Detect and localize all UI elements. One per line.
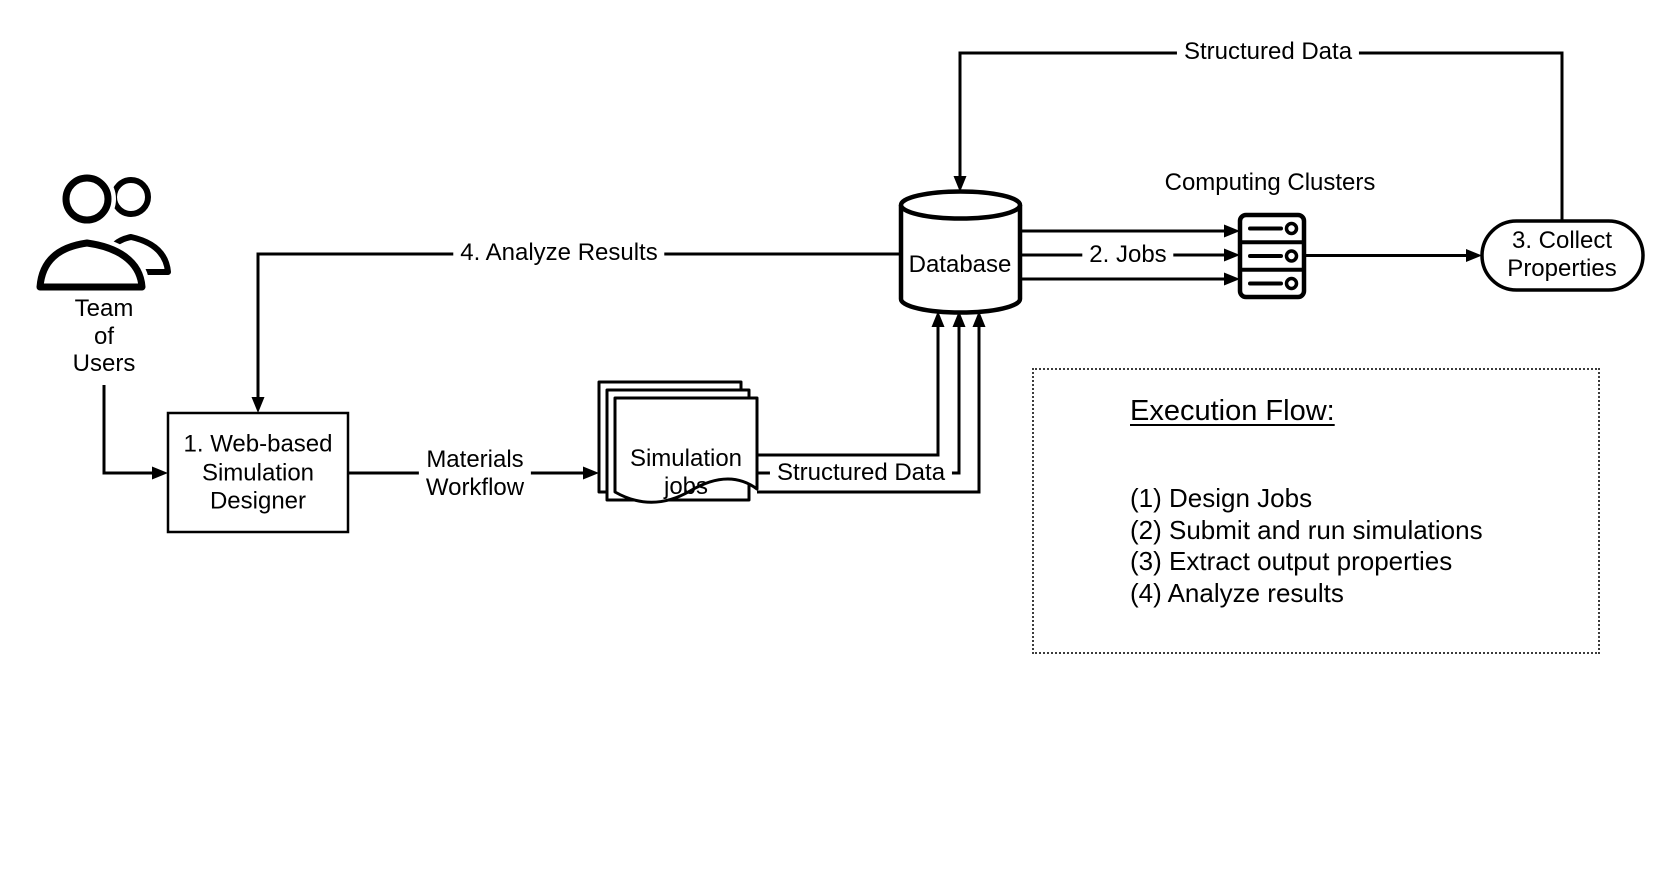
simulation-jobs-label: Simulation jobs [629,445,743,500]
server-rack-icon [1237,212,1307,300]
edge-analyze-results [256,252,901,397]
analyze-results-label: 4. Analyze Results [453,239,665,267]
execution-flow-box: Execution Flow: (1) Design Jobs (2) Subm… [1032,368,1600,654]
execution-flow-item-2: (2) Submit and run simulations [1130,514,1483,545]
designer-box [166,411,350,534]
team-users-icon [32,170,171,295]
team-of-users-label: Team of Users [72,294,136,377]
document-stack-icon [597,380,759,504]
collect-properties-label: 3. Collect Properties [1507,227,1617,282]
database-cylinder-icon [898,189,1023,315]
execution-flow-item-3: (3) Extract output properties [1130,546,1453,576]
edge-team-to-designer [102,385,152,475]
structured-data-top-label: Structured Data [1176,38,1360,66]
execution-flow-list: (1) Design Jobs (2) Submit and run simul… [1130,483,1483,609]
execution-flow-item-1: (1) Design Jobs [1130,483,1313,513]
computing-clusters-label: Computing Clusters [1164,169,1376,196]
edge-arrowheads [152,176,1482,480]
jobs-label: 2. Jobs [1082,241,1174,269]
collect-properties-pill [1480,219,1645,292]
designer-box-label: 1. Web-based Simulation Designer [183,430,333,515]
materials-workflow-label: Materials Workflow [418,446,532,502]
database-label: Database [908,251,1012,278]
execution-flow-item-4: (4) Analyze results [1130,577,1344,608]
structured-data-mid-label: Structured Data [769,459,953,487]
execution-flow-title: Execution Flow: [1130,395,1335,427]
